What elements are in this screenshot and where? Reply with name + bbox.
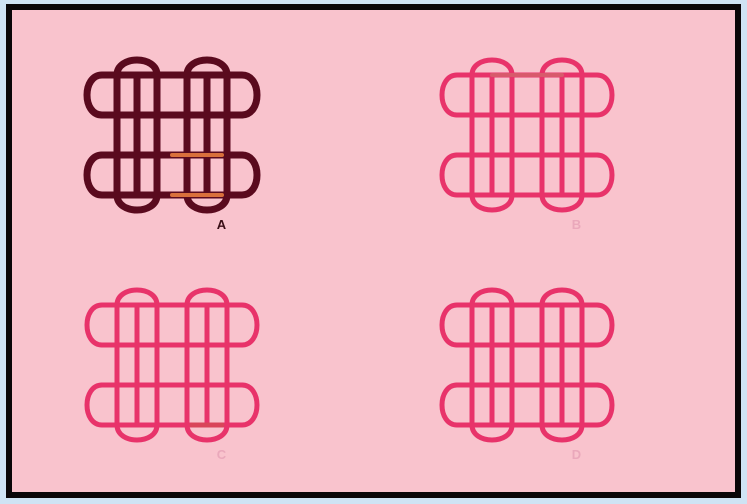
panel-a: A — [72, 55, 372, 245]
knot-d-shape — [442, 290, 612, 440]
panel-b: B — [427, 55, 727, 245]
panel-label-a: A — [72, 217, 372, 232]
panel-label-d: D — [427, 447, 727, 462]
figure-frame: A B — [6, 4, 741, 498]
knot-b-shape — [442, 60, 612, 210]
panel-d: D — [427, 285, 727, 475]
knot-diagram-c — [72, 285, 372, 445]
knot-c-shape — [87, 290, 257, 440]
knot-a-shape — [87, 60, 257, 210]
panel-label-b: B — [427, 217, 727, 232]
highlight-segments-a — [172, 155, 222, 195]
knot-diagram-a — [72, 55, 372, 215]
knot-diagram-b — [427, 55, 727, 215]
panel-label-c: C — [72, 447, 372, 462]
knot-diagram-d — [427, 285, 727, 445]
panel-c: C — [72, 285, 372, 475]
